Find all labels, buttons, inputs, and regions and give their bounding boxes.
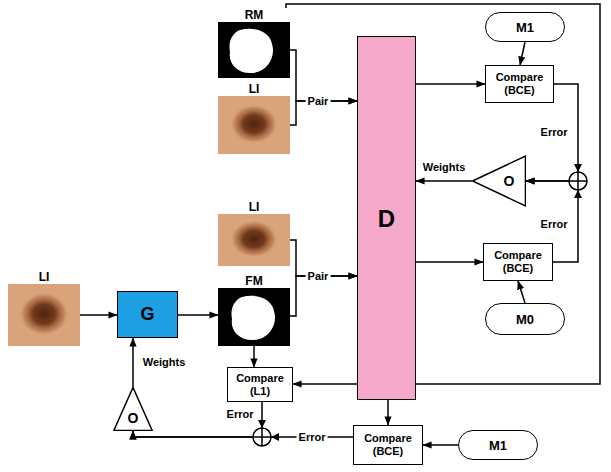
lesion-image xyxy=(218,214,290,266)
mask-image-node: RM xyxy=(218,8,290,78)
mask-image-node: FM xyxy=(218,274,290,346)
connector-arrow xyxy=(387,400,389,425)
target-pill: M1 xyxy=(485,12,565,42)
edge-label: Pair xyxy=(306,95,331,108)
mask-image xyxy=(218,288,290,346)
skin-ground xyxy=(8,284,80,346)
edge-label: Weights xyxy=(421,161,468,174)
edge-label: Error xyxy=(225,408,256,421)
node-label: M1 xyxy=(516,21,534,34)
optimizer-triangle: O xyxy=(113,387,153,431)
target-pill: M1 xyxy=(458,430,538,460)
triangle-outline xyxy=(472,155,526,207)
mask-ground xyxy=(218,22,290,78)
mask-blob xyxy=(231,296,275,340)
connector-arrow xyxy=(518,281,525,303)
discriminator-box: D xyxy=(357,36,416,400)
mole-blob xyxy=(230,104,278,144)
connector-arrow xyxy=(416,180,472,182)
sum-input-head xyxy=(574,190,582,198)
sum-circle xyxy=(253,428,271,446)
connector-arrow xyxy=(290,50,357,101)
edge-label: Error xyxy=(297,431,328,444)
skin-ground xyxy=(218,214,290,266)
sum-input-head xyxy=(271,433,279,441)
sum-symbol xyxy=(569,164,587,198)
sum-input-head xyxy=(258,420,266,428)
node-label: O xyxy=(504,173,515,189)
sum-cross xyxy=(569,172,587,190)
sum-input-head xyxy=(574,164,582,172)
connector-arrow xyxy=(520,42,525,65)
compare-box: Compare (BCE) xyxy=(483,243,553,281)
connector-arrow xyxy=(423,444,458,446)
mole-blob xyxy=(19,292,69,336)
node-label: M1 xyxy=(489,439,507,452)
connector-arrow xyxy=(133,402,262,437)
mole-blob xyxy=(230,220,278,258)
skin-ground xyxy=(218,96,290,154)
lesion-image xyxy=(218,96,290,154)
image-title: FM xyxy=(218,274,290,288)
target-pill: M0 xyxy=(485,303,565,335)
compare-box: Compare (BCE) xyxy=(485,65,554,103)
image-node: LI xyxy=(218,82,290,154)
generator-box: G xyxy=(117,291,178,338)
node-label: Compare (L1) xyxy=(230,372,290,398)
lesion-image xyxy=(8,284,80,346)
connector-arrow xyxy=(80,314,117,316)
node-label: Compare (BCE) xyxy=(356,432,420,458)
compare-box: Compare (L1) xyxy=(227,367,293,402)
sum-symbol xyxy=(253,420,279,446)
node-label: O xyxy=(128,410,139,426)
mask-ground xyxy=(218,288,290,346)
node-label: Compare (BCE) xyxy=(486,249,550,275)
triangle-shape xyxy=(114,387,152,430)
sum-circle xyxy=(569,172,587,190)
connector-arrow xyxy=(132,338,134,387)
node-label: M0 xyxy=(516,313,534,326)
image-title: RM xyxy=(218,8,290,22)
edge-label: Pair xyxy=(306,270,331,283)
image-title: LI xyxy=(8,270,80,284)
connector-arrow xyxy=(416,261,483,263)
node-label: D xyxy=(378,212,395,225)
triangle-shape xyxy=(473,156,526,206)
edge-label: Weights xyxy=(141,356,188,369)
node-label: G xyxy=(140,308,154,321)
compare-box: Compare (BCE) xyxy=(353,425,423,465)
connector-arrow xyxy=(416,83,485,85)
optimizer-triangle: O xyxy=(472,155,526,207)
connector-arrow xyxy=(286,4,600,384)
connector-arrow xyxy=(253,346,255,367)
edge-label: Error xyxy=(539,218,570,231)
edge-label: Error xyxy=(539,126,570,139)
image-title: LI xyxy=(218,82,290,96)
image-node: LI xyxy=(8,270,80,346)
node-label: Compare (BCE) xyxy=(488,71,551,97)
mask-blob xyxy=(229,29,273,73)
image-node: LI xyxy=(218,200,290,266)
image-title: LI xyxy=(218,200,290,214)
sum-cross xyxy=(253,428,271,446)
mask-image xyxy=(218,22,290,78)
connector-arrow xyxy=(178,314,218,316)
